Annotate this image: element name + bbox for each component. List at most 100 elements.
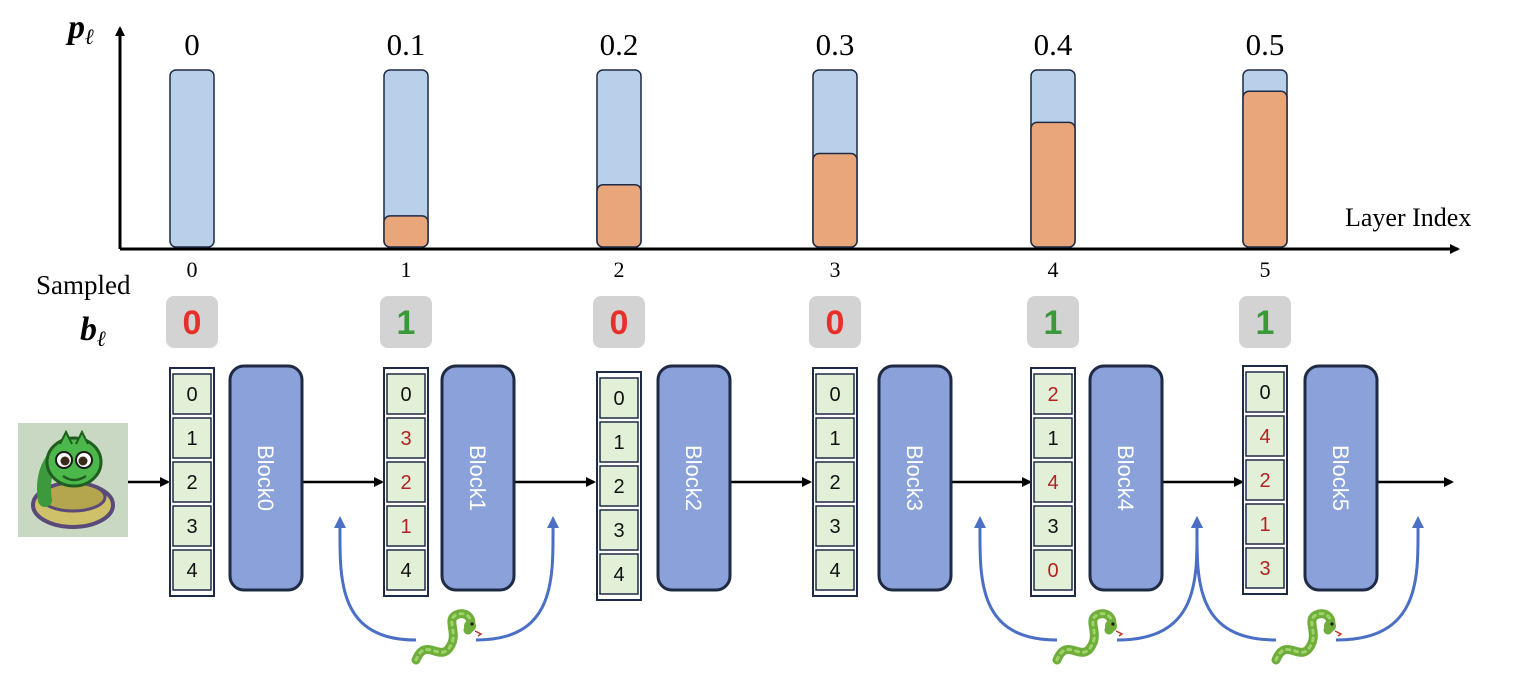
sampled-value: 1 <box>1256 304 1275 342</box>
layer-index-label: 2 <box>614 257 625 282</box>
token-cell <box>172 461 212 503</box>
sampled-value: 1 <box>1044 304 1063 342</box>
block-label: Block3 <box>902 445 927 511</box>
prob-bar-fill <box>1030 121 1076 248</box>
token-cell <box>1033 549 1073 591</box>
token-cell <box>1033 417 1073 459</box>
shuffle-arc-right <box>475 516 560 642</box>
token-value: 2 <box>186 472 197 494</box>
token-cell <box>599 377 639 419</box>
sampled-value: 0 <box>826 304 845 342</box>
shuffle-arcs <box>333 516 1425 660</box>
token-cell <box>815 461 855 503</box>
prob-label: 0.2 <box>600 27 639 62</box>
token-cell <box>172 549 212 591</box>
token-cell <box>1033 373 1073 415</box>
token-cell <box>386 417 426 459</box>
sampled-value: 0 <box>183 304 202 342</box>
token-cell <box>599 509 639 551</box>
prob-bar-bg <box>169 69 215 248</box>
token-cell <box>172 505 212 547</box>
sampled-badge <box>593 296 645 348</box>
token-cell <box>386 549 426 591</box>
token-value: 4 <box>613 564 624 586</box>
token-value: 1 <box>400 516 411 538</box>
sampled-label: Sampled <box>36 270 131 300</box>
token-cell <box>1033 461 1073 503</box>
probability-bars: 0 0 0.1 1 0.2 2 0.3 3 0.4 4 0.5 5 <box>169 27 1288 282</box>
token-value: 2 <box>829 472 840 494</box>
prob-label: 0.1 <box>387 27 426 62</box>
y-axis-label: pℓ <box>65 9 94 49</box>
block-label: Block1 <box>465 445 490 511</box>
block-label: Block5 <box>1328 445 1353 511</box>
token-value: 2 <box>400 472 411 494</box>
token-value: 1 <box>1259 514 1270 536</box>
transformer-block <box>1303 364 1379 592</box>
token-cell <box>1245 503 1285 545</box>
shuffle-arc-left <box>973 516 1058 642</box>
shuffle-arc-left <box>1190 516 1277 642</box>
prob-label: 0.5 <box>1246 27 1285 62</box>
sampled-value: 0 <box>610 304 629 342</box>
token-value: 4 <box>829 560 840 582</box>
token-value: 0 <box>613 388 624 410</box>
transformer-block <box>877 364 953 592</box>
token-cell <box>1245 459 1285 501</box>
token-value: 3 <box>829 516 840 538</box>
layer-index-label: 4 <box>1048 257 1059 282</box>
transformer-block <box>1088 364 1164 592</box>
token-value: 4 <box>1047 472 1058 494</box>
layer-index-label: 5 <box>1260 257 1271 282</box>
token-value: 4 <box>400 560 411 582</box>
token-cell <box>386 373 426 415</box>
token-cell <box>1033 505 1073 547</box>
token-value: 3 <box>613 520 624 542</box>
input-image <box>18 423 128 537</box>
block-label: Block2 <box>681 445 706 511</box>
token-value: 4 <box>186 560 197 582</box>
token-value: 2 <box>1047 384 1058 406</box>
layer-index-label: 3 <box>830 257 841 282</box>
token-value: 1 <box>613 432 624 454</box>
token-value: 0 <box>829 384 840 406</box>
transformer-block <box>440 364 516 592</box>
shuffle-arc-right <box>1335 516 1425 642</box>
snake-icon <box>1057 614 1122 660</box>
prob-label: 0.4 <box>1034 27 1073 62</box>
b-symbol: bℓ <box>80 311 106 351</box>
token-cell <box>815 373 855 415</box>
block-label: Block0 <box>253 445 278 511</box>
prob-bar-fill <box>383 215 429 248</box>
prob-bar-fill <box>596 183 642 248</box>
token-cell <box>172 373 212 415</box>
token-cell <box>1245 371 1285 413</box>
sampled-badge <box>166 296 218 348</box>
token-cell <box>386 461 426 503</box>
token-value: 1 <box>186 428 197 450</box>
layer-index-label: 1 <box>401 257 412 282</box>
prob-bar-fill <box>812 152 858 248</box>
token-value: 2 <box>1259 470 1270 492</box>
token-cell <box>599 421 639 463</box>
token-value: 3 <box>186 516 197 538</box>
prob-label: 0.3 <box>816 27 855 62</box>
layer-index-label: 0 <box>187 257 198 282</box>
token-value: 2 <box>613 476 624 498</box>
prob-label: 0 <box>184 27 200 62</box>
token-cell <box>386 505 426 547</box>
transformer-block <box>228 364 304 592</box>
sampled-badge <box>380 296 432 348</box>
token-cell <box>599 553 639 595</box>
transformer-block <box>656 364 732 592</box>
token-cell <box>1245 415 1285 457</box>
sampled-value: 1 <box>397 304 416 342</box>
token-value: 3 <box>1047 516 1058 538</box>
block-label: Block4 <box>1113 445 1138 511</box>
token-cell <box>172 417 212 459</box>
sampled-badge <box>809 296 861 348</box>
token-cell <box>599 465 639 507</box>
